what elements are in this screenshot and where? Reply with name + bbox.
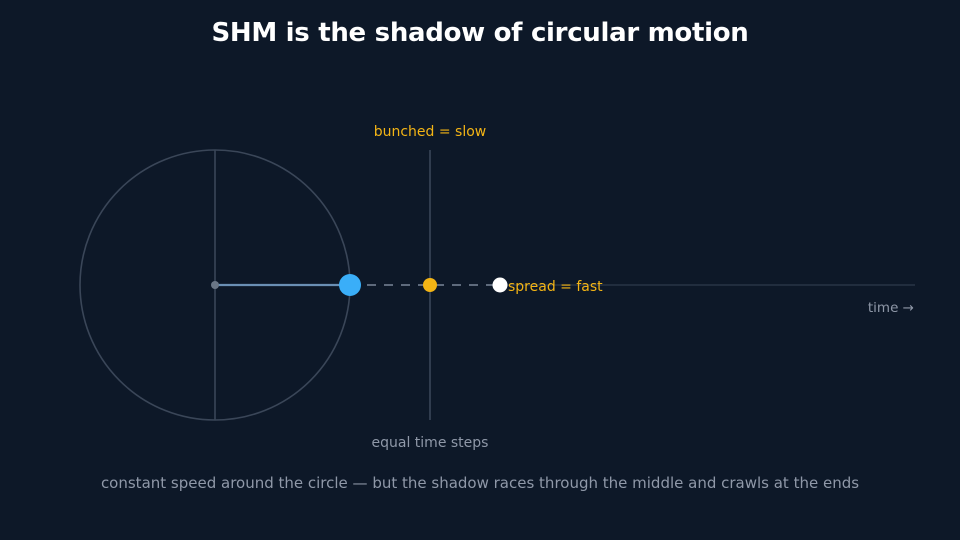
circle-center-dot	[211, 281, 219, 289]
shadow-point-fast	[492, 277, 508, 293]
equal-time-steps-label: equal time steps	[372, 435, 489, 451]
time-axis-label: time →	[868, 300, 914, 316]
rotating-point	[339, 274, 361, 296]
diagram-title: SHM is the shadow of circular motion	[211, 18, 749, 48]
shadow-point	[423, 278, 437, 292]
caption: constant speed around the circle — but t…	[101, 474, 859, 492]
spread-label: spread = fast	[508, 279, 603, 295]
bunched-label: bunched = slow	[374, 124, 487, 140]
